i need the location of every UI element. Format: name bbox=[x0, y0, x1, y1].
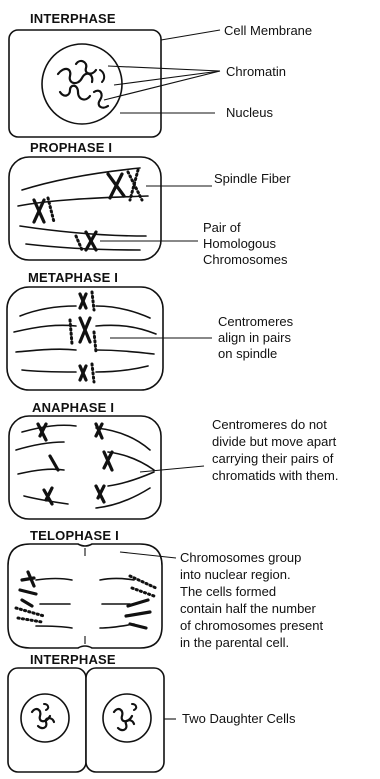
label-chromatin: Chromatin bbox=[226, 64, 286, 79]
label-on-spindle: on spindle bbox=[218, 346, 277, 361]
leader-cell-membrane bbox=[161, 30, 220, 40]
stage-title: INTERPHASE bbox=[30, 11, 116, 26]
label-nucleus: Nucleus bbox=[226, 105, 273, 120]
stage-title: TELOPHASE I bbox=[30, 528, 119, 543]
label-chromosomes-group: Chromosomes group bbox=[180, 550, 301, 565]
stage-anaphase-i: ANAPHASE I Centromeres do not divide but… bbox=[9, 400, 338, 519]
stage-telophase-i: TELOPHASE I Chromosomes group into nucle… bbox=[8, 528, 323, 650]
cell-outline bbox=[9, 416, 161, 519]
cell-membrane bbox=[9, 30, 161, 137]
stage-interphase: INTERPHASE Cell Membrane Chromatin Nucle… bbox=[9, 11, 312, 137]
label-half-the-number: contain half the number bbox=[180, 601, 317, 616]
cell-outline bbox=[8, 544, 162, 648]
stage-title: PROPHASE I bbox=[30, 140, 112, 155]
stage-title: ANAPHASE I bbox=[32, 400, 114, 415]
label-chromosomes-present: of chromosomes present bbox=[180, 618, 323, 633]
stage-prophase-i: PROPHASE I Spindle Fiber Pair of Ho bbox=[9, 140, 291, 267]
label-homologous: Homologous bbox=[203, 236, 276, 251]
label-two-daughter-cells: Two Daughter Cells bbox=[182, 711, 296, 726]
label-chromatids: chromatids with them. bbox=[212, 468, 338, 483]
label-pair-of: Pair of bbox=[203, 220, 241, 235]
label-centromeres-do-not: Centromeres do not bbox=[212, 417, 327, 432]
label-centromeres: Centromeres bbox=[218, 314, 294, 329]
stage-interphase-daughters: INTERPHASE Two Daughter Cells bbox=[8, 652, 296, 772]
label-align-in-pairs: align in pairs bbox=[218, 330, 291, 345]
label-cell-membrane: Cell Membrane bbox=[224, 23, 312, 38]
label-divide: divide but move apart bbox=[212, 434, 337, 449]
label-carrying: carrying their pairs of bbox=[212, 451, 334, 466]
label-into-nuclear-region: into nuclear region. bbox=[180, 567, 291, 582]
label-chromosomes: Chromosomes bbox=[203, 252, 288, 267]
stage-title: INTERPHASE bbox=[30, 652, 116, 667]
stage-metaphase-i: METAPHASE I Centromeres align in pairs o… bbox=[7, 270, 294, 390]
daughter-cell-right bbox=[86, 668, 164, 772]
label-parental-cell: in the parental cell. bbox=[180, 635, 289, 650]
label-spindle-fiber: Spindle Fiber bbox=[214, 171, 291, 186]
stage-title: METAPHASE I bbox=[28, 270, 118, 285]
label-cells-formed: The cells formed bbox=[180, 584, 276, 599]
